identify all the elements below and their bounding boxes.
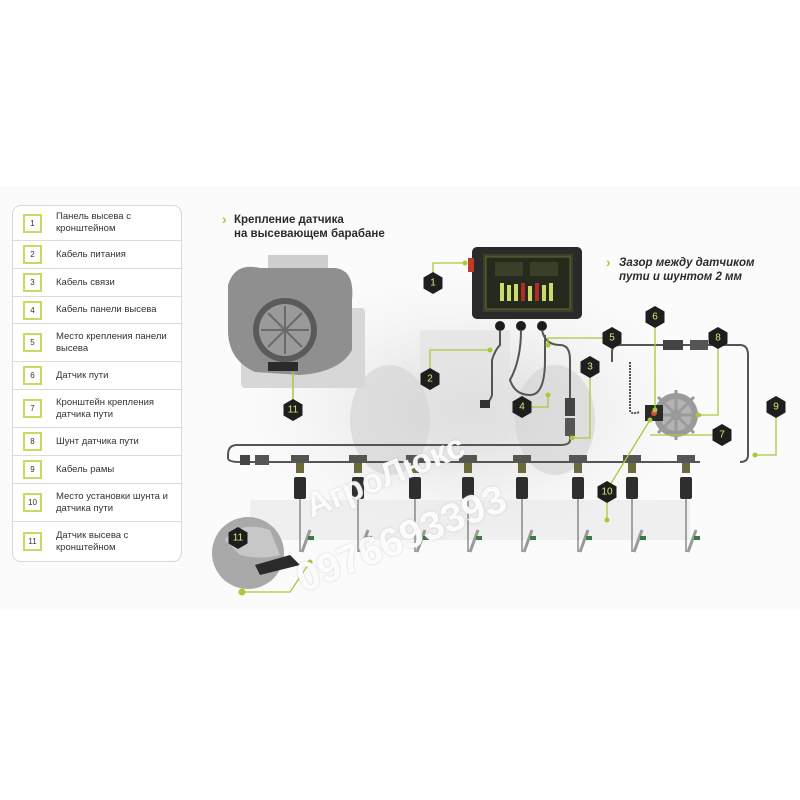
callout-badge-2: 2	[420, 368, 440, 390]
callout-number: 2	[427, 374, 433, 385]
callout-badge-11: 11	[228, 527, 248, 549]
callout-badges: 1 2 3 4 5 6 7 8 9 10 11 11	[228, 272, 786, 549]
legend-label: Кабель питания	[56, 248, 126, 260]
legend-label: Панель высева с кронштейном	[56, 211, 131, 234]
row-unit	[569, 455, 592, 553]
callout-badge-9: 9	[766, 396, 786, 418]
callout-number: 7	[719, 430, 725, 441]
power-switch	[468, 258, 474, 272]
gap-heading: Зазор между датчиком пути и шунтом 2 мм	[619, 256, 754, 284]
chevron-icon: ›	[606, 254, 611, 270]
callout-number: 8	[715, 333, 721, 344]
legend-number: 3	[23, 273, 42, 292]
heading-line: пути и шунтом 2 мм	[619, 271, 743, 283]
legend-number: 1	[23, 213, 42, 233]
legend-label: Место крепления панели высева	[56, 330, 167, 354]
heading-line: на высевающем барабане	[234, 228, 385, 240]
callout-number: 10	[601, 487, 613, 498]
legend-item: 8 Шунт датчика пути	[13, 428, 181, 456]
legend-label: Шунт датчика пути	[56, 435, 139, 447]
callout-badge-11: 11	[283, 399, 303, 421]
legend-label: Кабель панели высева	[56, 304, 157, 315]
row-unit	[677, 455, 700, 553]
row-unit	[623, 455, 646, 553]
seeding-monitor	[468, 247, 582, 331]
callout-number: 3	[587, 362, 593, 373]
callout-dots	[238, 260, 758, 596]
heading-line: Зазор между датчиком	[619, 257, 755, 269]
legend-label: Кабель рамы	[56, 463, 115, 475]
callout-badge-6: 6	[645, 306, 665, 328]
connectors	[240, 340, 708, 465]
callout-badge-1: 1	[423, 272, 443, 294]
legend-label: Кабель связи	[56, 276, 115, 288]
panel-cable	[508, 329, 546, 397]
legend-label: Кронштейн крепления датчика пути	[56, 396, 155, 420]
chevron-icon: ›	[222, 211, 227, 227]
row-unit	[291, 455, 314, 553]
callout-badge-7: 7	[712, 424, 732, 446]
frame-cable	[227, 436, 700, 463]
legend-item: 7 Кронштейн крепления датчика пути	[13, 390, 181, 428]
callout-number: 5	[609, 333, 615, 344]
row-unit	[349, 455, 372, 553]
legend-item: 3 Кабель связи	[13, 269, 181, 297]
legend-item: 11 Датчик высева с кронштейном	[13, 522, 181, 561]
legend-item: 1 Панель высева с кронштейном	[13, 206, 181, 241]
comm-cable	[541, 329, 571, 410]
legend-number: 9	[23, 460, 42, 479]
seed-drum-illustration	[228, 255, 365, 403]
legend-item: 5 Место крепления панели высева	[13, 324, 181, 362]
row-unit	[406, 455, 429, 553]
legend-panel: 1 Панель высева с кронштейном 2 Кабель п…	[12, 205, 182, 562]
callout-number: 11	[288, 405, 299, 416]
legend-label: Датчик пути	[56, 369, 109, 381]
monitor-bars	[500, 283, 553, 301]
callout-badge-4: 4	[512, 396, 532, 418]
callout-lines	[242, 262, 777, 593]
legend-item: 4 Кабель панели высева	[13, 297, 181, 324]
legend-number: 2	[23, 245, 42, 264]
legend-number: 10	[23, 493, 42, 512]
legend-label: Место установки шунта и датчика пути	[56, 490, 168, 514]
callout-badge-3: 3	[580, 356, 600, 378]
row-unit	[459, 455, 482, 553]
drum-sensor-heading: Крепление датчика на высевающем барабане	[234, 213, 385, 241]
legend-number: 11	[23, 532, 42, 551]
callout-number: 1	[430, 278, 436, 289]
callout-number: 9	[773, 402, 779, 413]
callout-number: 6	[652, 312, 658, 323]
legend-number: 8	[23, 432, 42, 451]
callout-badge-5: 5	[602, 327, 622, 349]
callout-number: 11	[233, 533, 244, 544]
path-sensor-assembly	[645, 390, 701, 440]
legend-item: 9 Кабель рамы	[13, 456, 181, 484]
callout-number: 4	[519, 402, 525, 413]
legend-number: 6	[23, 366, 42, 385]
row-unit	[513, 455, 536, 553]
legend-item: 10 Место установки шунта и датчика пути	[13, 484, 181, 522]
legend-number: 5	[23, 333, 42, 352]
row-units	[291, 455, 700, 553]
legend-item: 2 Кабель питания	[13, 241, 181, 269]
legend-number: 4	[23, 300, 42, 320]
legend-label: Датчик высева с кронштейном	[56, 529, 129, 553]
heading-line: Крепление датчика	[234, 214, 344, 226]
callout-badge-8: 8	[708, 327, 728, 349]
legend-item: 6 Датчик пути	[13, 362, 181, 390]
legend-number: 7	[23, 399, 42, 418]
callout-badge-10: 10	[597, 481, 617, 503]
